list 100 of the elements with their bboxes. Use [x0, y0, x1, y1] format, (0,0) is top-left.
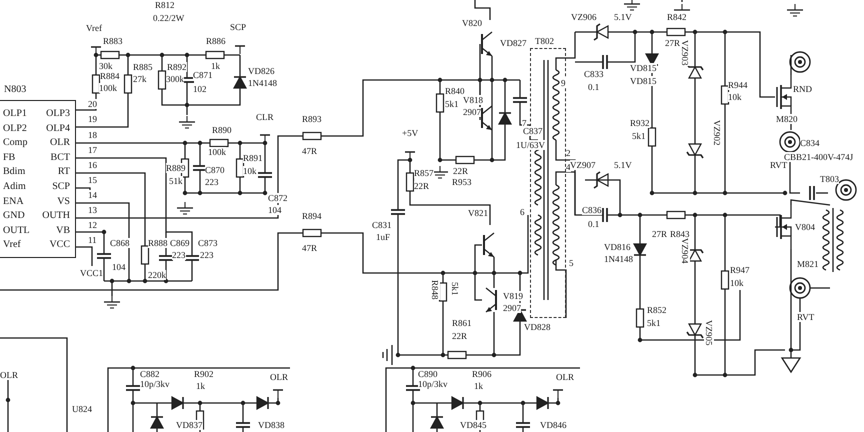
pin-name: VCC — [48, 238, 70, 252]
pin-number: 18 — [88, 130, 97, 140]
component-value: 1k — [196, 381, 205, 391]
component-designator: VD846 — [540, 420, 566, 430]
component-designator: C870 — [205, 165, 225, 175]
component-designator: R885 — [133, 62, 153, 72]
net-label: OLR — [270, 372, 288, 382]
pin-number: 13 — [88, 205, 97, 215]
component-value: 30k — [99, 61, 112, 71]
component-designator: VZ905 — [704, 320, 714, 346]
component-designator: R953 — [452, 177, 472, 187]
component-designator: R843 — [670, 229, 690, 239]
component-designator: C873 — [198, 238, 218, 248]
component-value: 5.1V — [614, 160, 632, 170]
component-designator: R889 — [166, 163, 186, 173]
component-value: 300k — [166, 74, 184, 84]
pin-name: GND — [3, 209, 26, 224]
component-value: 27R — [665, 38, 680, 48]
component-value: 5k1 — [450, 282, 460, 296]
component-value: 220k — [148, 270, 166, 280]
component-designator: T803 — [820, 174, 839, 184]
pin-number: 19 — [88, 114, 97, 124]
net-label: RVT — [770, 160, 788, 170]
component-value: CBB21-400V-474J — [784, 152, 854, 162]
component-value: 102 — [193, 84, 206, 94]
component-value: 27k — [133, 74, 146, 84]
component-designator: VD845 — [460, 420, 486, 430]
pin-name: OLR — [49, 136, 70, 150]
component-designator: R892 — [167, 62, 187, 72]
pin-name: ENA — [3, 194, 25, 209]
pin-name: OLP3 — [45, 107, 70, 121]
component-value: 22R — [453, 166, 468, 176]
component-designator: VZ907 — [570, 160, 596, 170]
component-designator: C834 — [800, 138, 820, 148]
component-value: 100k — [208, 147, 226, 157]
component-designator: C882 — [140, 369, 160, 379]
component-value: 51k — [169, 176, 182, 186]
pin-name: OLP4 — [45, 122, 70, 136]
component-value: 2907 — [503, 303, 521, 313]
component-value: 22R — [452, 331, 468, 341]
component-designator: VZ902 — [712, 120, 722, 146]
net-label: RVT — [797, 312, 814, 322]
pin-number: 12 — [88, 220, 97, 230]
component-designator: R906 — [472, 369, 492, 379]
component-designator: R888 — [148, 238, 168, 248]
pin-number: 9 — [561, 78, 566, 88]
component-value: 10p/3kv — [418, 379, 448, 389]
component-designator: C833 — [584, 69, 604, 79]
component-designator: V804 — [795, 222, 815, 232]
pin-name: VB — [55, 224, 70, 238]
component-designator: R852 — [647, 305, 667, 315]
pin-name: FB — [3, 150, 16, 165]
component-value: 47R — [302, 146, 318, 156]
net-label: SCP — [230, 22, 246, 32]
component-designator: C836 — [582, 205, 602, 215]
component-designator: R902 — [194, 369, 214, 379]
pin-number: 14 — [88, 190, 97, 200]
component-value: 1k — [211, 61, 220, 71]
component-designator: VZ903 — [680, 40, 690, 66]
component-designator: V821 — [468, 208, 488, 218]
component-value: 1k — [474, 381, 483, 391]
pin-name: OUTL — [3, 224, 31, 238]
component-designator: N803 — [4, 84, 26, 95]
component-designator: V818 — [463, 95, 483, 105]
component-value: 10k — [243, 166, 256, 176]
pin-name: SCP — [51, 180, 70, 194]
net-label: +5V — [402, 128, 418, 138]
component-value: 47R — [302, 243, 318, 253]
component-value: 0.1 — [588, 82, 600, 92]
component-designator: C872 — [268, 193, 288, 203]
component-designator: R848 — [430, 280, 440, 300]
pin-number: 7 — [522, 118, 526, 128]
component-designator: R886 — [206, 36, 226, 46]
component-value: 10k — [728, 92, 742, 102]
component-value: 5k1 — [647, 318, 660, 328]
pin-name: Comp — [3, 136, 28, 150]
component-designator: R891 — [243, 153, 263, 163]
component-designator: R842 — [667, 12, 687, 22]
component-designator: VZ904 — [680, 238, 690, 264]
component-designator: R840 — [445, 86, 465, 96]
pin-name: OLP1 — [3, 107, 28, 121]
component-designator: R861 — [452, 318, 472, 328]
component-value: 1N4148 — [604, 254, 633, 264]
pin-name: VS — [56, 194, 70, 209]
component-value: 223 — [205, 177, 218, 187]
component-value: 10k — [730, 278, 744, 288]
component-value: 5k1 — [632, 131, 646, 141]
component-designator: M821 — [797, 259, 819, 269]
net-label: CLR — [256, 112, 274, 122]
pin-number: 15 — [88, 175, 97, 185]
pin-name: BCT — [50, 150, 70, 165]
component-value: 104 — [112, 262, 126, 272]
pin-number: 5 — [569, 258, 574, 268]
net-label: OLR — [556, 372, 574, 382]
net-label: VCC1 — [80, 268, 104, 278]
pin-name: OUTH — [41, 209, 70, 224]
pin-number: 17 — [88, 145, 97, 155]
component-designator: VD815 — [630, 63, 656, 73]
component-value: 100k — [99, 83, 117, 93]
component-value: 104 — [268, 205, 282, 215]
